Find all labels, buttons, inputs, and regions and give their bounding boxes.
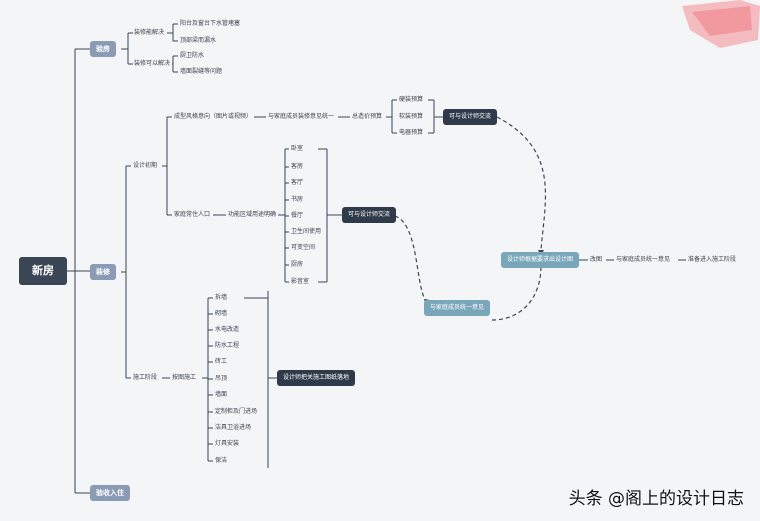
node-consensus: 与家庭成员统一意见 xyxy=(616,256,671,263)
node-canfix-item-1: 厨卫防水 xyxy=(180,52,205,59)
node-room-3: 客厅 xyxy=(291,179,304,186)
root-node: 新房 xyxy=(19,257,67,285)
node-room-6: 卫生间使用 xyxy=(291,228,322,235)
node-fix-item-1: 阳台及窗台下水管堵塞 xyxy=(180,20,241,27)
node-step-11: 保洁 xyxy=(215,457,228,464)
node-step-1: 拆墙 xyxy=(215,294,228,301)
node-enter: 准备进入施工阶段 xyxy=(688,256,737,263)
node-room-7: 可变空间 xyxy=(291,244,316,251)
watermark: 头条 @阁上的设计日志 xyxy=(568,489,744,509)
node-budget: 总造价预算 xyxy=(352,113,383,120)
node-design-stage: 设计初期 xyxy=(133,162,158,169)
node-step-9: 洁具卫浴进场 xyxy=(215,424,252,431)
node-canfix-item-2: 墙面裂缝等问题 xyxy=(180,68,223,75)
node-room-8: 厨房 xyxy=(291,261,304,268)
node-canfix: 装修可以解决 xyxy=(134,60,171,67)
node-budget-item-3: 电器预算 xyxy=(399,129,424,136)
node-budget-item-2: 软装预算 xyxy=(399,113,424,120)
node-step-10: 灯具安装 xyxy=(215,440,240,447)
node-family: 与家庭成员统一意见 xyxy=(424,300,491,316)
node-room-4: 书房 xyxy=(291,196,304,203)
node-designer-check: 设计师把关施工图纸落地 xyxy=(277,370,356,386)
node-room-1: 卧室 xyxy=(291,145,304,152)
node-talk-2: 可与设计师交流 xyxy=(342,207,397,223)
node-room-9: 影音室 xyxy=(291,278,310,285)
red-brush-mark xyxy=(682,0,760,48)
node-step-8: 定制柜及门进场 xyxy=(215,408,258,415)
branch-yanfang: 验房 xyxy=(90,41,116,57)
node-fix: 装修能解决 xyxy=(134,29,165,36)
node-room-5: 餐厅 xyxy=(291,212,304,219)
node-people: 家庭常住人口 xyxy=(174,211,211,218)
node-func: 功能区域用途明确 xyxy=(228,211,277,218)
branch-zhuangxiu: 装修 xyxy=(90,264,116,280)
node-step-4: 防水工程 xyxy=(215,342,240,349)
node-step-6: 吊顶 xyxy=(215,375,228,382)
node-agree: 与家庭成员装修意见统一 xyxy=(268,113,335,120)
node-talk-1: 可与设计师交流 xyxy=(443,109,498,125)
node-fix-item-2: 顶部梁而漏水 xyxy=(180,37,217,44)
branch-yanshou: 验收入住 xyxy=(90,485,130,501)
node-step-7: 墙面 xyxy=(215,391,228,398)
node-step-5: 砖工 xyxy=(215,358,228,365)
node-final-design: 设计师根据要求出设计图 xyxy=(501,252,580,268)
node-construct-stage: 施工阶段 xyxy=(133,374,158,381)
node-modify: 改图 xyxy=(590,256,603,263)
node-room-2: 客房 xyxy=(291,163,304,170)
node-drawing: 按图施工 xyxy=(172,374,197,381)
node-step-3: 水电改造 xyxy=(215,326,240,333)
node-style: 成型风格意向（图片或视频） xyxy=(174,113,253,120)
node-budget-item-1: 硬装预算 xyxy=(399,96,424,103)
node-step-2: 砌墙 xyxy=(215,310,228,317)
